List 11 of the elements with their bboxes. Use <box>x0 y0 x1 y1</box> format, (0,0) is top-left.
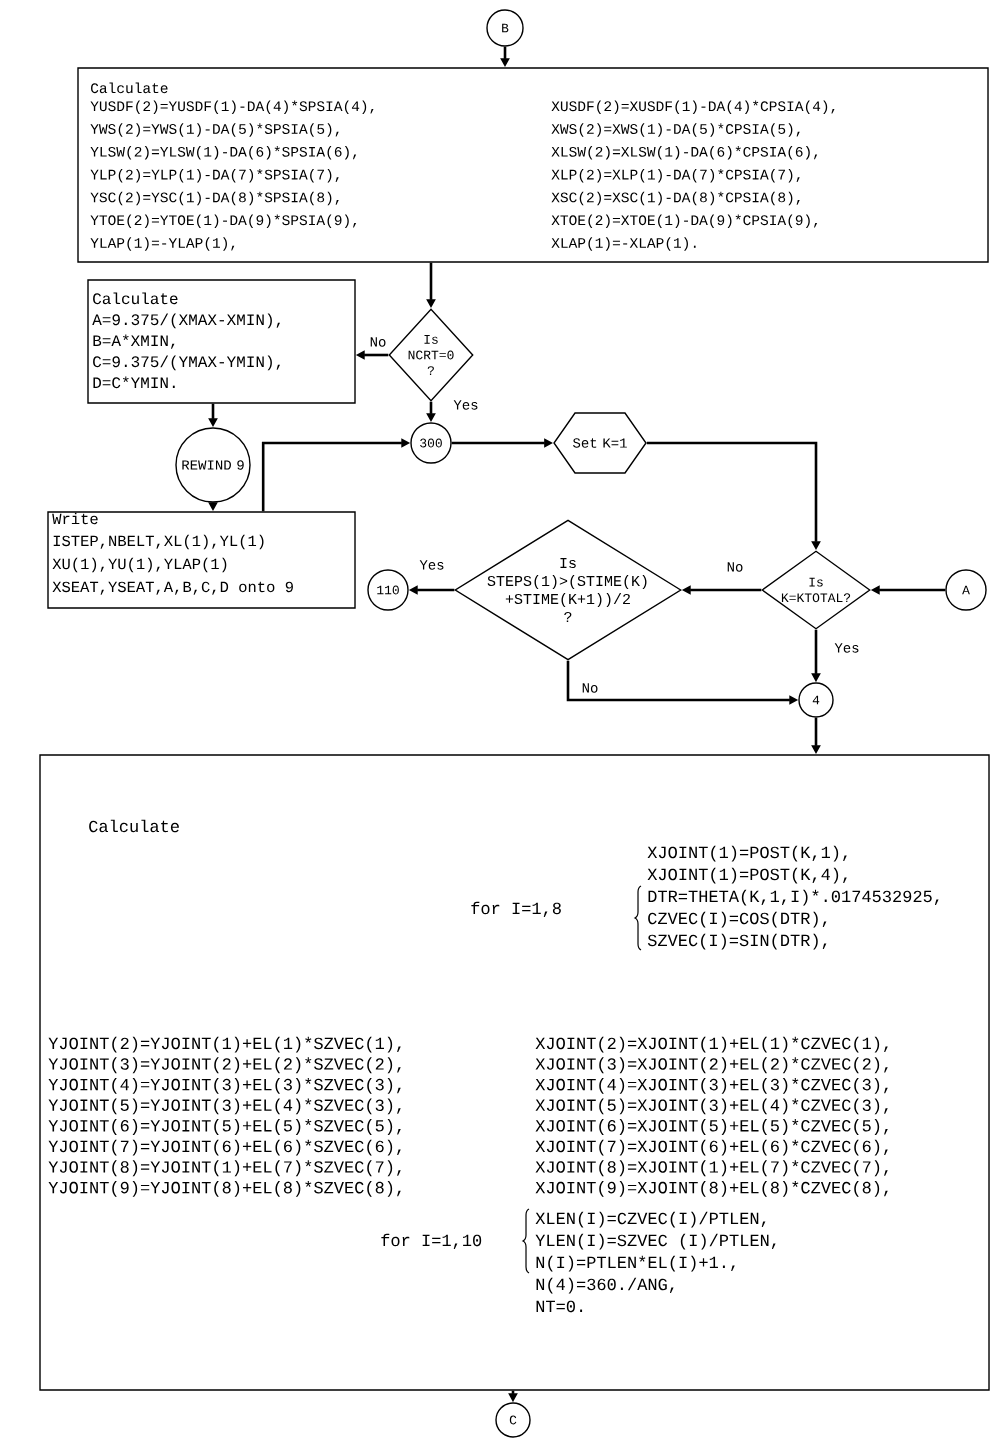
edge-label: No <box>368 336 388 348</box>
edge-label: Yes <box>833 642 861 654</box>
edge-label: Yes <box>452 399 480 411</box>
process-box: Write ISTEP,NBELT,XL(1),YL(1) XU(1),YU(1),YLAP(1) XSEAT,YSEAT,A,B,C,D onto 9 <box>47 511 356 609</box>
process-box: Calculate A=9.375/(XMAX-XMIN), B=A*XMIN, C=9.375/(YMAX-YMIN), D=C*YMIN. <box>87 279 356 404</box>
process-box: Calculate XJOINT(1)=POST(K,1), XJOINT(1)=POST(K,4), for I=1,8 DTR=THETA(K,1,I)*.0174532925, CZVEC(I)=COS(DTR), SZVEC(I)=SIN(DTR), YJOINT(2)=YJOINT(1)+EL(1)*SZVEC(1), YJOINT(3)=YJOINT(2)+EL(2)*SZVEC(2), YJOINT(4)=YJOINT(3)+EL(3)*SZVEC(3), YJOINT(5)=YJOINT(3)+EL(4)*SZVEC(3), YJOINT(6)=YJOINT(5)+EL(5)*SZVEC(5), YJOINT(7)=YJOINT(6)+EL(6)*SZVEC(6), YJOINT(8)=YJOINT(1)+EL(7)*SZVEC(7), YJOINT(9)=YJOINT(8)+EL(8)*SZVEC(8), XJOINT(2)=XJOINT(1)+EL(1)*CZVEC(1), XJOINT(3)=XJOINT(2)+EL(2)*CZVEC(2), XJOINT(4)=XJOINT(3)+EL(3)*CZVEC(3), XJOINT(5)=XJOINT(3)+EL(4)*CZVEC(3), XJOINT(6)=XJOINT(5)+EL(5)*CZVEC(5), XJOINT(7)=XJOINT(6)+EL(6)*CZVEC(6), XJOINT(8)=XJOINT(1)+EL(7)*CZVEC(7), XJOINT(9)=XJOINT(8)+EL(8)*CZVEC(8), for I=1,10 XLEN(I)=CZVEC(I)/PTLEN, YLEN(I)=SZVEC (I)/PTLEN, N(I)=PTLEN*EL(I)+1., N(4)=360./ANG, NT=0. <box>39 754 990 1391</box>
edge-label: No <box>580 682 600 694</box>
preparation-hexagon: Set K=1 <box>553 412 647 474</box>
edge-label: No <box>725 561 745 573</box>
edge-label: Yes <box>418 559 446 571</box>
process-box: Calculate YUSDF(2)=YUSDF(1)-DA(4)*SPSIA(4), YWS(2)=YWS(1)-DA(5)*SPSIA(5), YLSW(2)=YLSW(1)-DA(6)*SPSIA(6), YLP(2)=YLP(1)-DA(7)*SPSIA(7), YSC(2)=YSC(1)-DA(8)*SPSIA(8), YTOE(2)=YTOE(1)-DA(9)*SPSIA(9), YLAP(1)=-YLAP(1), XUSDF(2)=XUSDF(1)-DA(4)*CPSIA(4), XWS(2)=XWS(1)-DA(5)*CPSIA(5), XLSW(2)=XLSW(1)-DA(6)*CPSIA(6), XLP(2)=XLP(1)-DA(7)*CPSIA(7), XSC(2)=XSC(1)-DA(8)*CPSIA(8), XTOE(2)=XTOE(1)-DA(9)*CPSIA(9), XLAP(1)=-XLAP(1). <box>77 67 989 263</box>
